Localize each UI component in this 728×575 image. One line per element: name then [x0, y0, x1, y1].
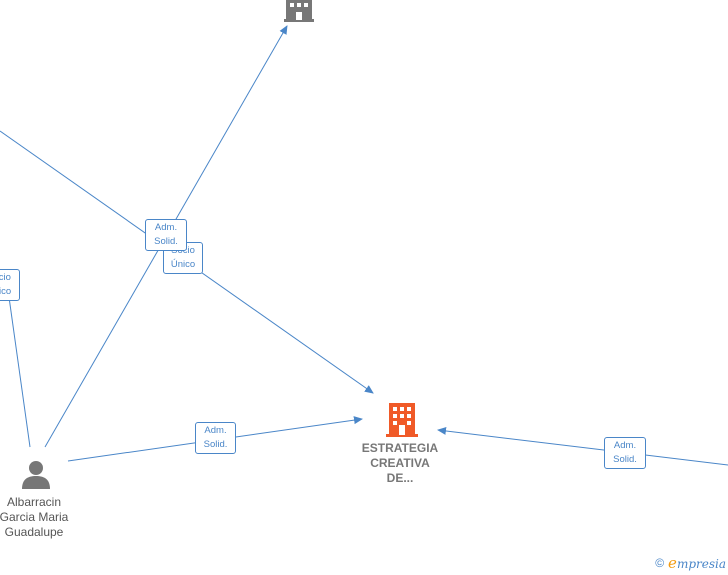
main-company-name-line2: CREATIVA	[370, 456, 430, 470]
edge-right-offscreen-to-main	[437, 426, 728, 466]
building-icon	[386, 403, 418, 437]
brand-name: empresia	[668, 554, 726, 572]
edge-label-socio-unico-left[interactable]: Socio Único	[0, 269, 20, 301]
main-company-label[interactable]: ESTRATEGIA CREATIVA DE...	[352, 441, 448, 486]
building-icon	[284, 0, 314, 22]
person-name-line2: Garcia Maria	[0, 510, 69, 524]
edge-label-adm-solid-right[interactable]: Adm. Solid.	[604, 437, 646, 469]
main-company-name-line3: DE...	[386, 471, 414, 485]
copyright-symbol: ©	[655, 556, 665, 570]
edge-label-adm-solid[interactable]: Adm. Solid.	[145, 219, 187, 251]
person-icon	[22, 461, 50, 489]
empresia-logo: © empresia	[655, 554, 726, 572]
person-name-line1: Albarracin	[6, 495, 62, 509]
person-label[interactable]: Albarracin Garcia Maria Guadalupe	[0, 495, 74, 540]
person-name-line3: Guadalupe	[4, 525, 64, 539]
main-company-name-line1: ESTRATEGIA	[361, 441, 439, 455]
edge-label-adm-solid-person-main[interactable]: Adm. Solid.	[195, 422, 236, 454]
edge-person-to-left-offscreen	[7, 289, 31, 448]
